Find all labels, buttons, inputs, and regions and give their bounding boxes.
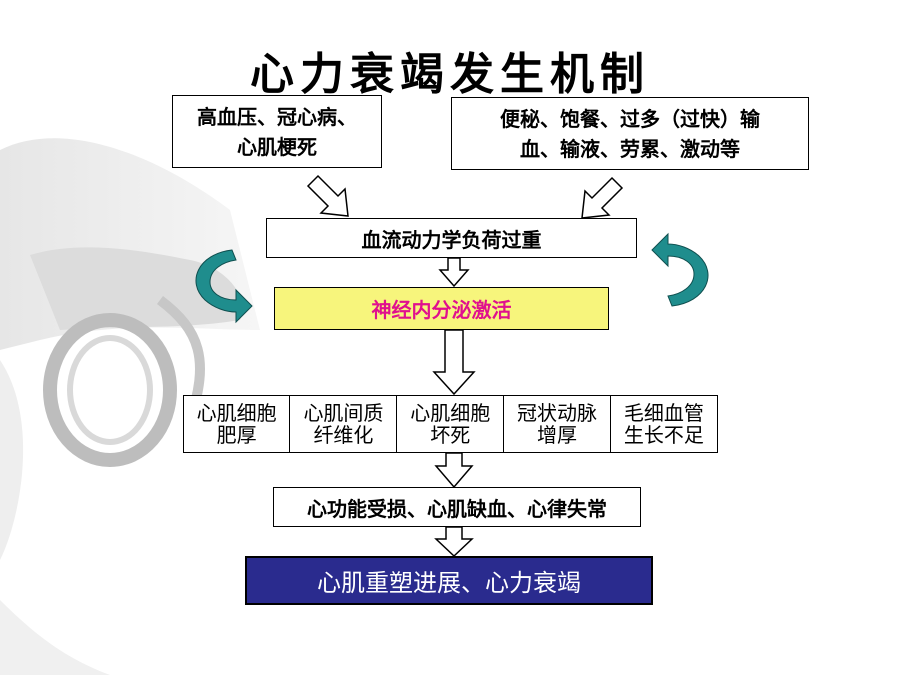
hemodynamic-load-box: 血流动力学负荷过重 bbox=[266, 218, 637, 258]
outcome-box: 心肌重塑进展、心力衰竭 bbox=[245, 556, 653, 605]
effect-cell: 心肌细胞坏死 bbox=[396, 395, 505, 453]
effect-line1: 冠状动脉 bbox=[517, 401, 598, 425]
effect-line2: 增厚 bbox=[537, 423, 578, 447]
effect-cell: 毛细血管生长不足 bbox=[609, 395, 718, 453]
neuroendocrine-activation-label: 神经内分泌激活 bbox=[371, 298, 512, 322]
hemodynamic-load-label: 血流动力学负荷过重 bbox=[361, 227, 542, 252]
function-impairment-box: 心功能受损、心肌缺血、心律失常 bbox=[273, 487, 641, 527]
function-impairment-label: 心功能受损、心肌缺血、心律失常 bbox=[307, 496, 607, 521]
effect-line1: 心肌间质 bbox=[303, 401, 384, 425]
effect-line2: 肥厚 bbox=[216, 423, 257, 447]
cause-box-left: 高血压、冠心病、 心肌梗死 bbox=[172, 95, 382, 168]
effect-line2: 生长不足 bbox=[623, 423, 704, 447]
effects-row: 心肌细胞肥厚 心肌间质纤维化 心肌细胞坏死 冠状动脉增厚 毛细血管生长不足 bbox=[182, 395, 718, 453]
cause-right-line1: 便秘、饱餐、过多（过快）输 bbox=[500, 106, 760, 131]
effect-line1: 毛细血管 bbox=[623, 401, 704, 425]
effect-cell: 心肌细胞肥厚 bbox=[182, 395, 291, 453]
effect-cell: 心肌间质纤维化 bbox=[289, 395, 398, 453]
cause-right-line2: 血、输液、劳累、激动等 bbox=[520, 136, 740, 161]
effect-line2: 纤维化 bbox=[313, 423, 374, 447]
outcome-label: 心肌重塑进展、心力衰竭 bbox=[317, 569, 581, 597]
cause-left-line2: 心肌梗死 bbox=[237, 134, 317, 159]
neuroendocrine-activation-box: 神经内分泌激活 bbox=[274, 287, 609, 330]
effect-line2: 坏死 bbox=[430, 423, 471, 447]
cause-box-right: 便秘、饱餐、过多（过快）输 血、输液、劳累、激动等 bbox=[451, 97, 809, 170]
page-title: 心力衰竭发生机制 bbox=[250, 49, 650, 100]
effect-cell: 冠状动脉增厚 bbox=[502, 395, 612, 453]
effect-line1: 心肌细胞 bbox=[410, 401, 491, 425]
cause-left-line1: 高血压、冠心病、 bbox=[197, 104, 357, 129]
effect-line1: 心肌细胞 bbox=[196, 401, 277, 425]
